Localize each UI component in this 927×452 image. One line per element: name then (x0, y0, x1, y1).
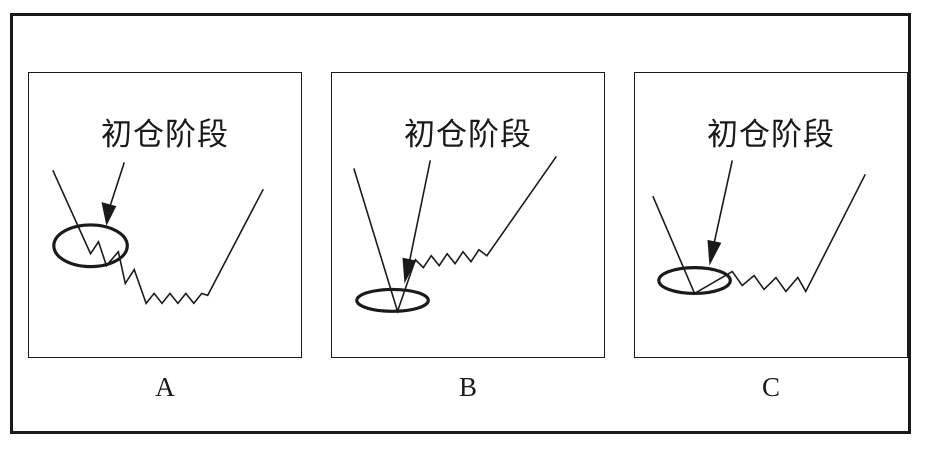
panel-a-title: 初仓阶段 (101, 117, 229, 153)
panel-a-highlight-ellipse (52, 223, 129, 269)
panel-a-arrow-head (101, 202, 117, 226)
panel-a-arrow-shaft (109, 162, 126, 206)
panel-b-title: 初仓阶段 (404, 117, 532, 153)
panel-b: 初仓阶段 (331, 72, 605, 358)
panel-b-highlight-ellipse (355, 287, 430, 313)
panel-a-diagram (52, 162, 264, 305)
panel-c: 初仓阶段 (634, 72, 908, 358)
panel-c-arrow-head (707, 239, 722, 266)
panel-b-arrow-head (402, 257, 417, 284)
panel-b-arrow-shaft (408, 160, 432, 262)
panel-c-highlight-ellipse (657, 266, 732, 296)
panel-a-caption: A (155, 372, 175, 402)
panel-a-price-line (52, 170, 264, 305)
panel-b-price-line (353, 155, 558, 314)
panel-c-arrow-shaft (713, 160, 734, 242)
panel-c-title: 初仓阶段 (707, 117, 835, 153)
outer-frame (10, 13, 911, 434)
panel-c-caption: C (761, 372, 780, 402)
panel-b-diagram (353, 155, 558, 314)
panel-a: 初仓阶段 (28, 72, 302, 358)
panel-c-diagram (652, 160, 867, 296)
panel-b-caption: B (458, 372, 477, 402)
panel-c-price-line (652, 173, 867, 295)
